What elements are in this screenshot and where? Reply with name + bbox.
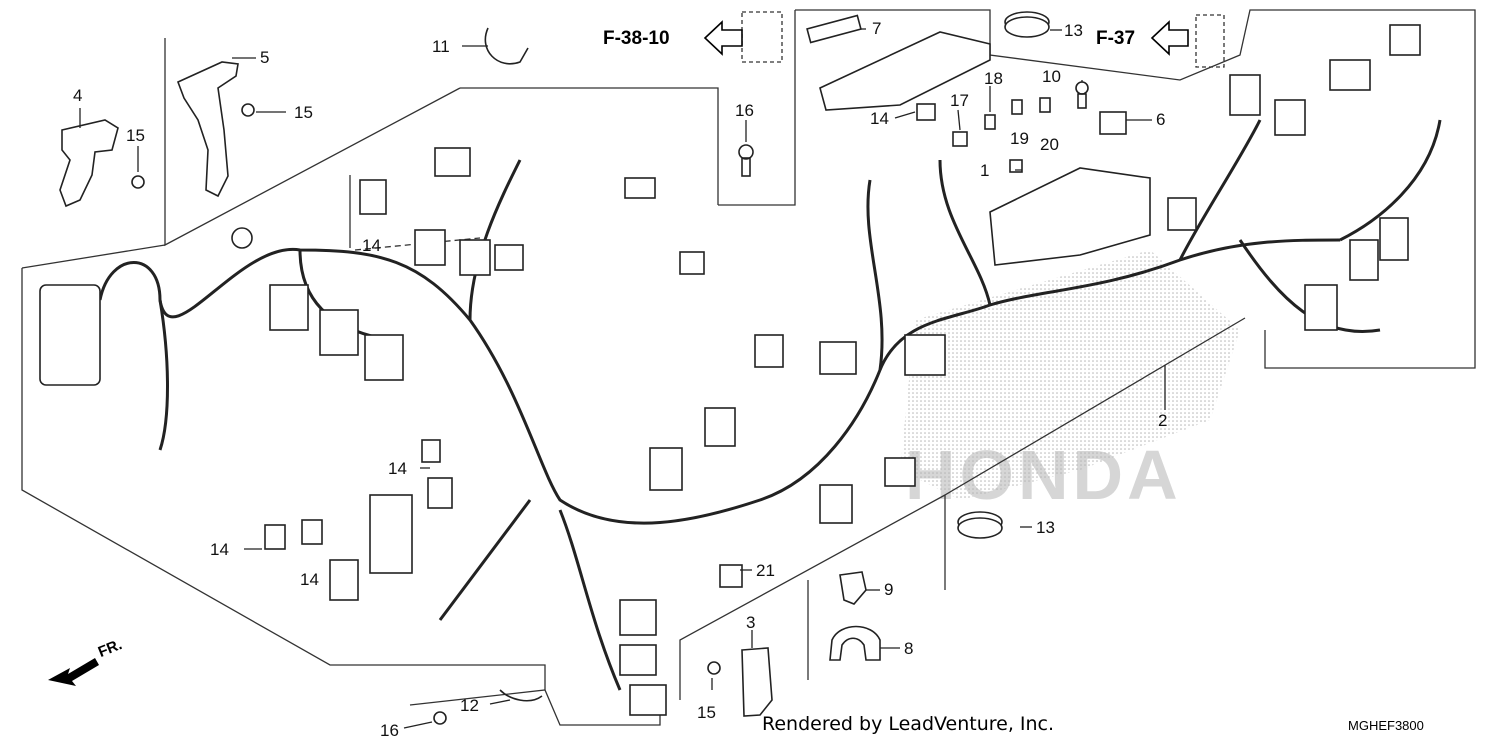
callout-8: 8 [904, 639, 914, 658]
callout-4: 4 [73, 86, 83, 105]
callout-7: 7 [872, 19, 882, 38]
callout-2: 2 [1158, 411, 1168, 430]
callout-3: 3 [746, 613, 756, 632]
callout-16-top: 16 [735, 101, 754, 120]
callout-14-middle: 14 [388, 459, 407, 478]
callout-10: 10 [1042, 67, 1061, 86]
band-12 [499, 689, 543, 702]
callout-19: 19 [1010, 129, 1029, 148]
diagram-code: MGHEF3800 [1348, 718, 1424, 733]
callout-16-bottom: 16 [380, 721, 399, 740]
callout-17: 17 [950, 91, 969, 110]
connectors [39, 24, 1421, 716]
callout-1: 1 [980, 161, 990, 180]
callout-14-lower: 14 [300, 570, 319, 589]
bracket-5 [176, 61, 239, 198]
callout-15-bottom: 15 [697, 703, 716, 722]
relay-6 [1099, 111, 1127, 135]
front-direction-arrow [48, 658, 99, 686]
fuse-7 [806, 14, 862, 44]
reference-arrows [703, 20, 1189, 56]
callout-5: 5 [260, 48, 270, 67]
callout-9: 9 [884, 580, 894, 599]
reference-f-37[interactable]: F-37 [1096, 28, 1136, 49]
bracket-3 [741, 647, 773, 717]
switch-9 [839, 571, 867, 605]
arrow-f-38-10 [703, 20, 743, 56]
bracket-parts [59, 61, 1089, 725]
callout-15-top: 15 [294, 103, 313, 122]
render-credit: Rendered by LeadVenture, Inc. [762, 713, 1055, 735]
callout-12: 12 [460, 696, 479, 715]
honda-wing-mark [900, 250, 1240, 500]
callout-13-top: 13 [1064, 21, 1083, 40]
callout-11: 11 [432, 37, 450, 56]
wire-harness [98, 119, 1442, 691]
callout-6: 6 [1156, 110, 1166, 129]
callout-14-upper: 14 [362, 236, 381, 255]
band-11 [484, 27, 529, 65]
callout-14-left: 14 [210, 540, 229, 559]
bracket-4 [59, 119, 119, 208]
callout-20: 20 [1040, 135, 1059, 154]
callout-14-fusebox: 14 [870, 109, 889, 128]
callout-15-left: 15 [126, 126, 145, 145]
callout-21: 21 [756, 561, 775, 580]
reference-f-38-10[interactable]: F-38-10 [603, 28, 670, 49]
callout-13-bottom: 13 [1036, 518, 1055, 537]
fuse-box-parts [806, 14, 1151, 266]
callout-18: 18 [984, 69, 1003, 88]
leader-lines [79, 28, 1166, 729]
clamp-8 [829, 625, 881, 661]
fuse-box-1 [989, 167, 1151, 266]
fuse-box-cover [819, 31, 991, 111]
arrow-f-37 [1150, 20, 1189, 56]
clamp-parts [484, 11, 1050, 702]
